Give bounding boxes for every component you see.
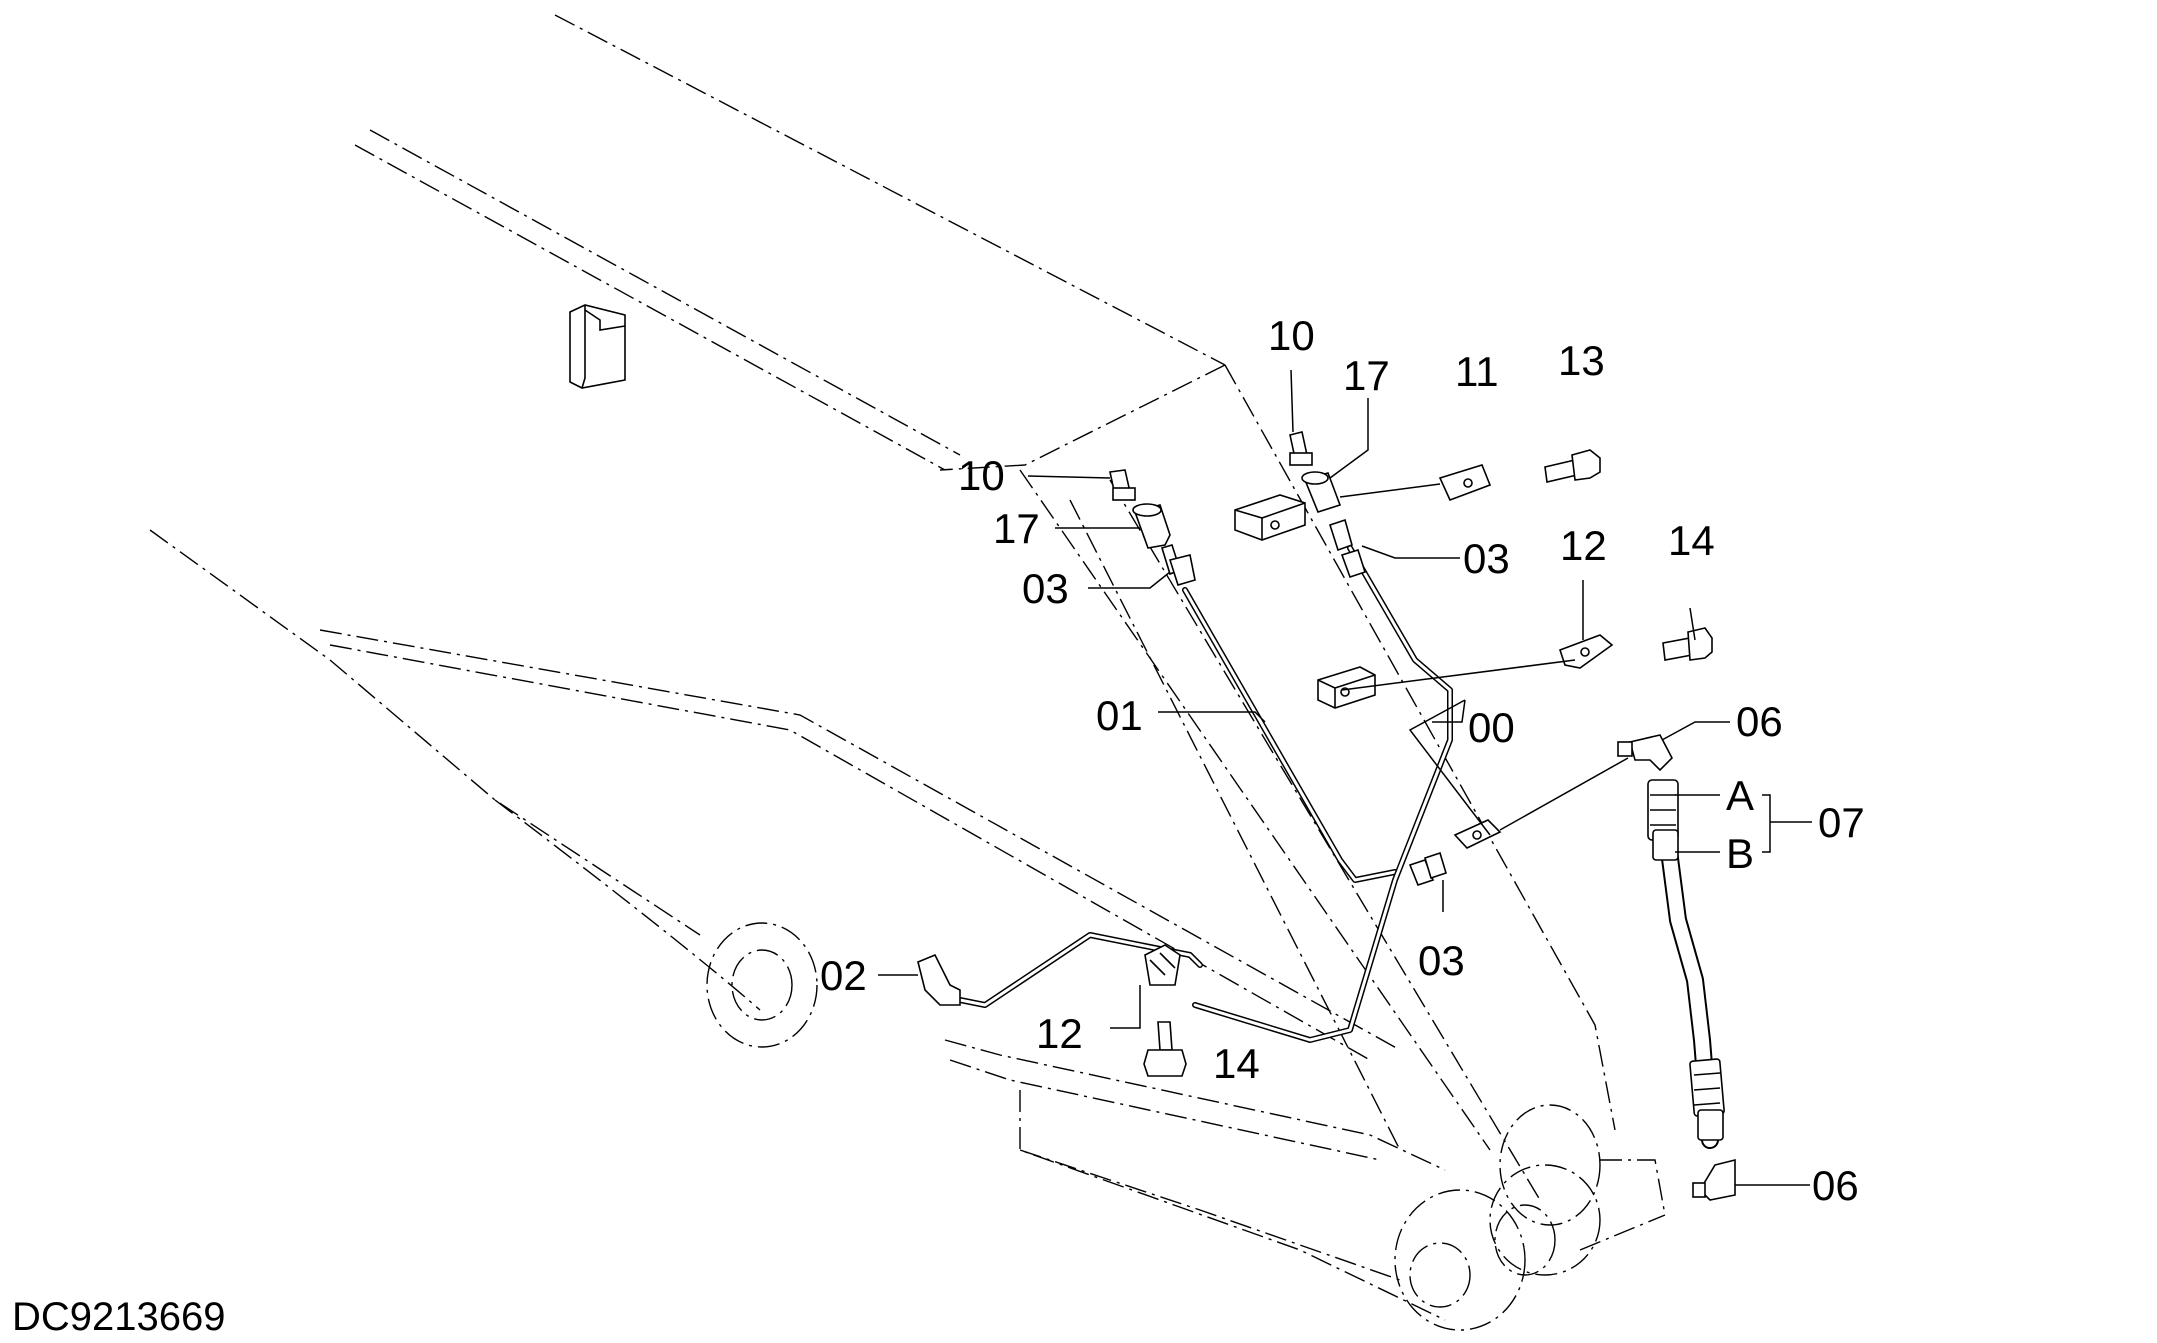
callout-14-upper: 14: [1668, 517, 1715, 564]
callout-10-left: 10: [958, 452, 1005, 499]
callout-03-lower: 03: [1418, 937, 1465, 984]
clamp-12-lower: [1144, 944, 1181, 986]
elbow-06-bottom: [1692, 1158, 1736, 1201]
clamp-11: [1438, 464, 1492, 502]
pipe-01: [1182, 587, 1398, 883]
pipe-02: [957, 932, 1203, 1008]
bolt-13: [1544, 449, 1601, 483]
callout-a: A: [1726, 772, 1754, 819]
callout-13: 13: [1558, 337, 1605, 384]
callout-12-upper: 12: [1560, 522, 1607, 569]
callout-b: B: [1726, 830, 1754, 877]
clamp-block-middle: [1317, 666, 1376, 709]
fitting-10-left: [1109, 469, 1136, 501]
callout-03-upper-right: 03: [1463, 535, 1510, 582]
bolt-14-upper: [1662, 627, 1713, 661]
boom-bracket-block: [569, 304, 626, 389]
clamp-block-upper: [1234, 494, 1306, 541]
callout-10-top: 10: [1268, 312, 1315, 359]
drawing-code: DC9213669: [12, 1295, 226, 1339]
callout-labels: 10 17 11 13 10 17 03 03 12 14 01 00 06 A…: [820, 312, 1865, 1209]
fitting-03-left: [1160, 544, 1196, 586]
fitting-10-top: [1289, 431, 1313, 466]
boom-outline: [149, 14, 1666, 1321]
cap-17-top: [1301, 471, 1342, 513]
elbow-02: [917, 953, 961, 1006]
callout-03-left: 03: [1022, 565, 1069, 612]
pipe-00: [1192, 545, 1453, 1043]
fitting-03-lower: [1408, 851, 1447, 886]
elbow-06-top: [1617, 734, 1673, 772]
fitting-03-upper-right: [1328, 518, 1367, 579]
leader-lines: [878, 369, 1812, 1186]
hose-07: [1647, 779, 1725, 1149]
callout-11: 11: [1455, 348, 1499, 395]
callout-17-top: 17: [1343, 352, 1390, 399]
callout-01: 01: [1096, 692, 1143, 739]
clamp-lower-right: [1453, 819, 1502, 849]
cap-17-left: [1132, 503, 1171, 549]
boom-top-boss: [1394, 1104, 1601, 1331]
callout-02: 02: [820, 952, 867, 999]
callout-06-bottom: 06: [1812, 1162, 1859, 1209]
clamp-12-upper: [1558, 634, 1614, 669]
callout-07: 07: [1818, 799, 1865, 846]
boom-foot-boss: [706, 922, 818, 1048]
bolt-14-lower: [1143, 1021, 1187, 1077]
callout-14-lower: 14: [1213, 1040, 1260, 1087]
callout-06-top: 06: [1736, 698, 1783, 745]
callout-00: 00: [1468, 704, 1515, 751]
callout-17-left: 17: [993, 505, 1040, 552]
callout-12-lower: 12: [1036, 1010, 1083, 1057]
